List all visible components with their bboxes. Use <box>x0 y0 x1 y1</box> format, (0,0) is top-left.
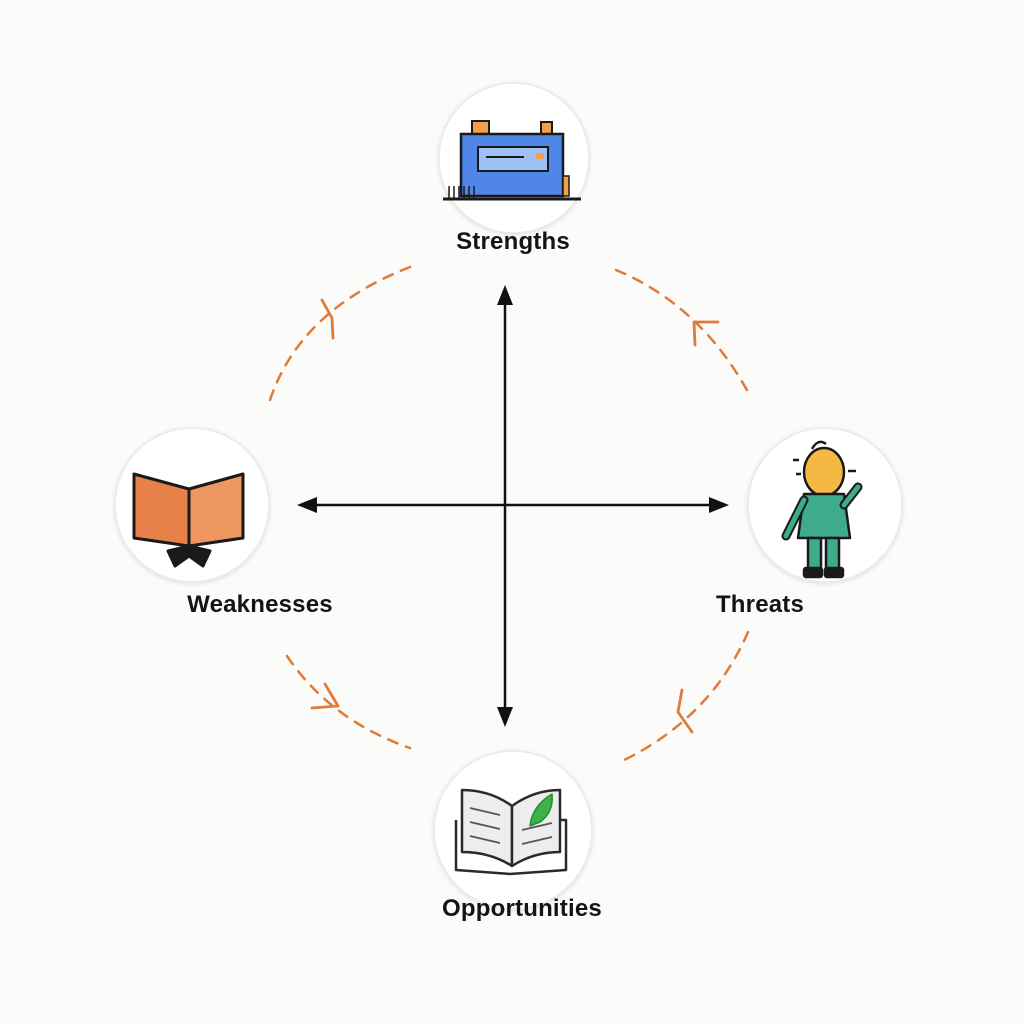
person-waving-icon <box>781 440 863 579</box>
weaknesses-label: Weaknesses <box>187 591 333 618</box>
open-book-icon <box>132 472 245 568</box>
arrow-down <box>497 707 513 727</box>
axis-arrow-heads <box>297 285 729 727</box>
book-with-leaf-icon <box>454 788 568 876</box>
arrowhead-left-bottom <box>310 682 340 710</box>
arc-strengths-to-threats <box>614 268 750 394</box>
arrowhead-right-top <box>692 320 720 347</box>
arrowhead-right-bottom <box>676 688 694 734</box>
arrow-right <box>709 497 729 513</box>
arc-weaknesses-to-strengths <box>268 265 412 402</box>
axes <box>312 300 714 712</box>
arc-weaknesses-to-opportunities <box>285 654 412 750</box>
arc-threats-to-opportunities <box>616 630 750 765</box>
strengths-label: Strengths <box>456 228 570 255</box>
arrow-up <box>497 285 513 305</box>
arrow-left <box>297 497 317 513</box>
cycle-arrow-heads <box>310 298 720 734</box>
building-icon <box>443 120 581 201</box>
arrowhead-left-top <box>320 298 335 340</box>
threats-label: Threats <box>715 591 805 618</box>
opportunities-label: Opportunities <box>442 895 602 922</box>
cycle-arrows <box>268 265 750 765</box>
